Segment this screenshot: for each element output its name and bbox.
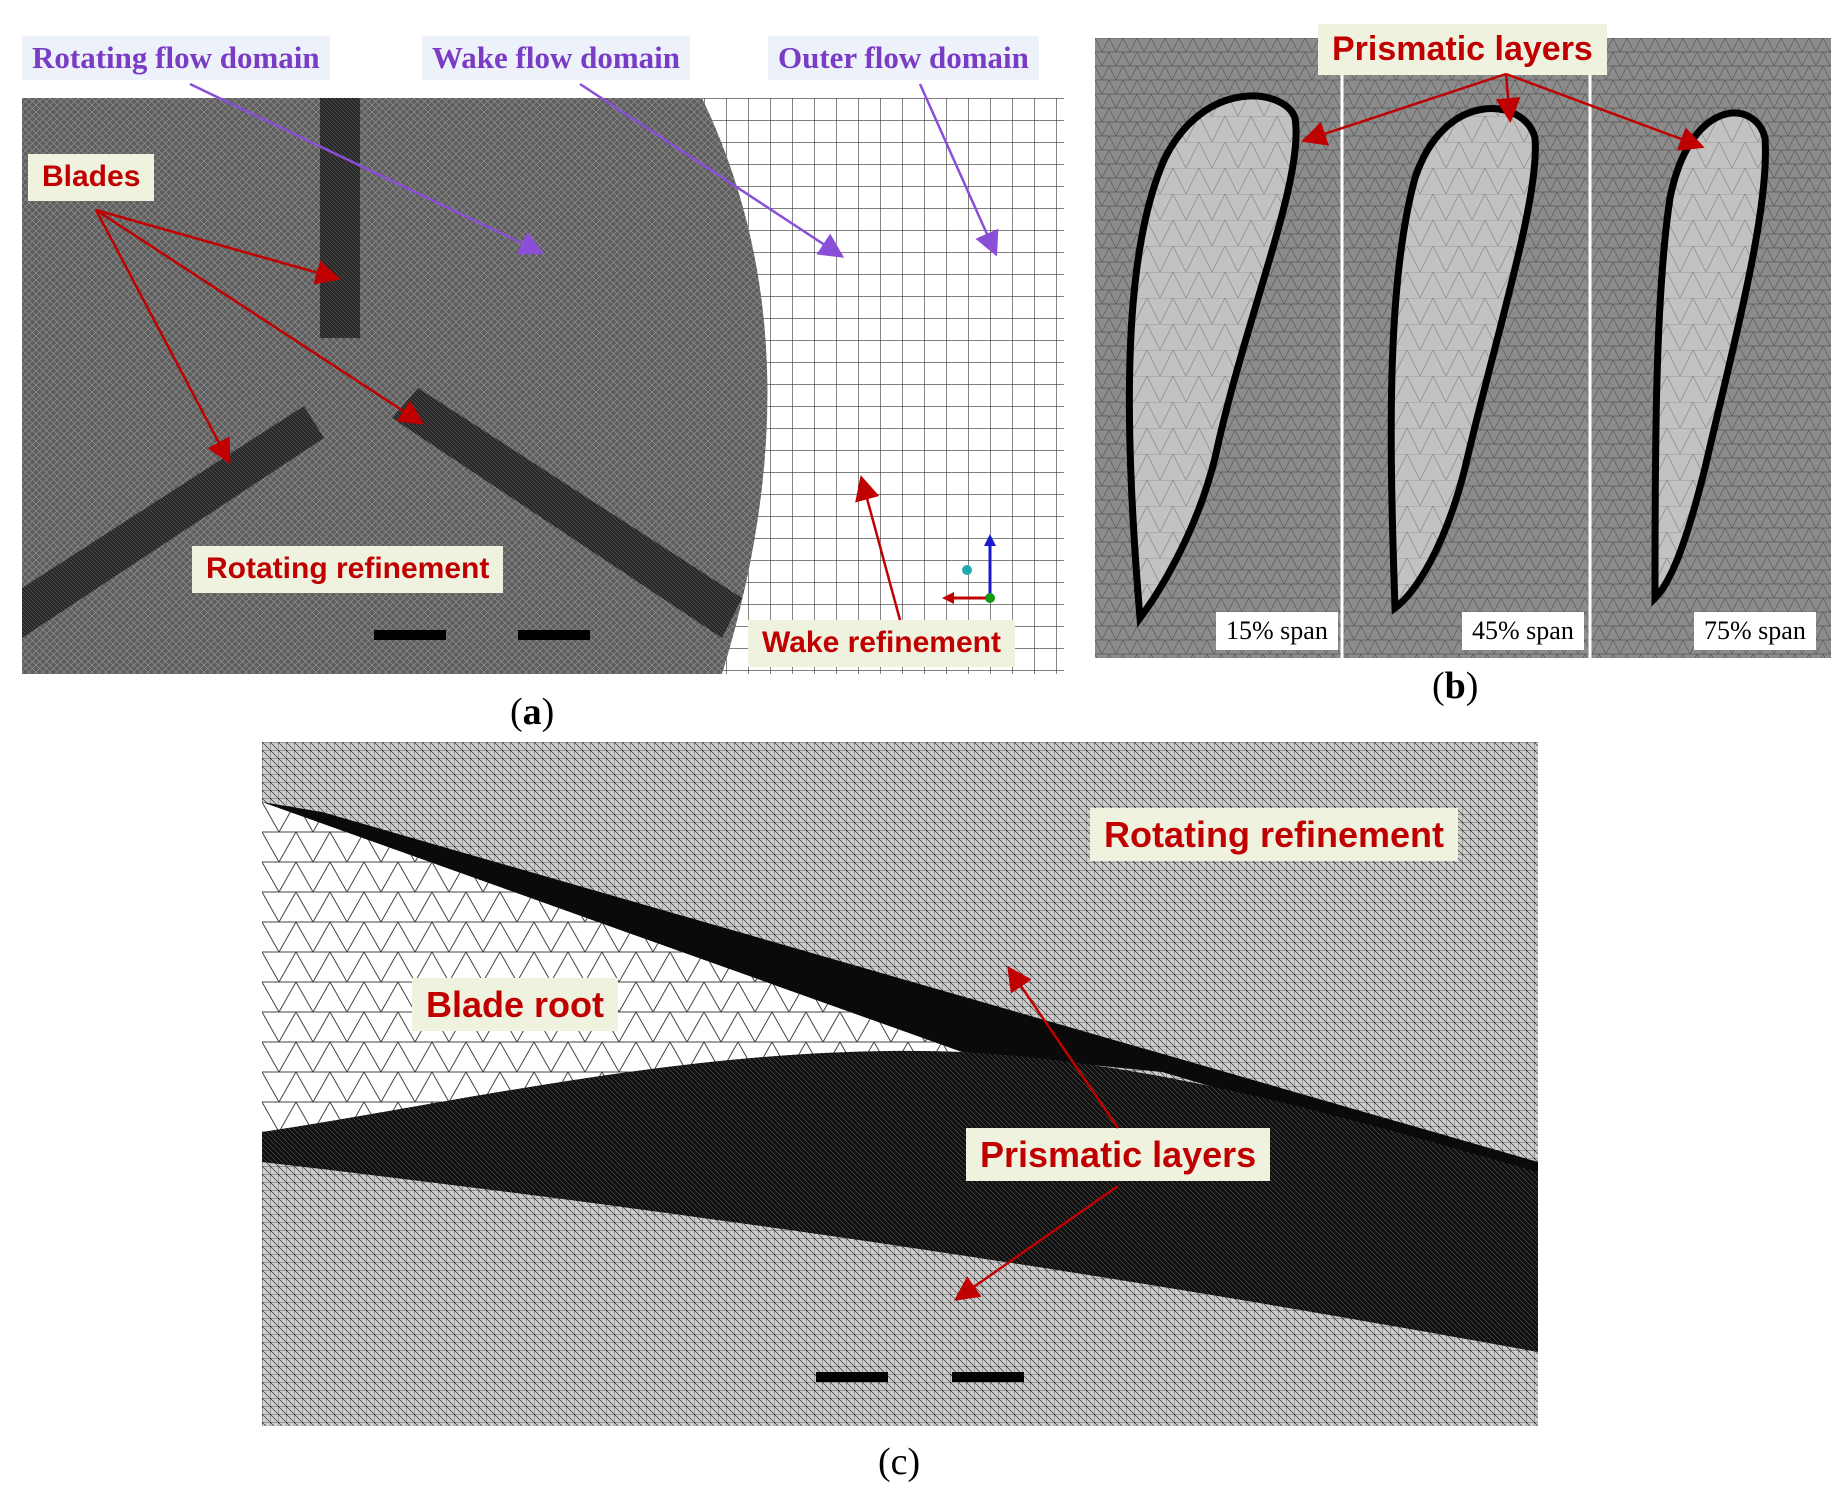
- blade-root-coarse-mesh: [262, 802, 962, 1132]
- caption-b: (b): [1432, 665, 1479, 707]
- wake-flow-domain-label: Wake flow domain: [422, 36, 691, 80]
- scale-bar-c-left: [816, 1372, 888, 1382]
- panel-b-mesh-svg: [1095, 38, 1831, 658]
- caption-b-letter: b: [1444, 665, 1466, 707]
- caption-a-letter: a: [522, 691, 542, 733]
- blade-left: [22, 406, 324, 638]
- caption-c: (c): [878, 1441, 921, 1483]
- prismatic-layers-callout-b: Prismatic layers: [1318, 24, 1607, 76]
- rotating-refinement-callout-c: Rotating refinement: [1090, 808, 1459, 862]
- panel-a-mesh-svg: [22, 98, 1064, 674]
- airfoil-75-span: [1651, 109, 1769, 607]
- span-label-15: 15% span: [1216, 612, 1338, 650]
- span-label-45: 45% span: [1462, 612, 1584, 650]
- blades-callout: Blades: [28, 154, 155, 201]
- scale-bar-left: [374, 630, 446, 640]
- blade-top: [320, 98, 360, 338]
- rotating-flow-domain-label: Rotating flow domain: [22, 36, 330, 80]
- panel-b-mesh: [1095, 38, 1831, 658]
- wake-refinement-callout: Wake refinement: [748, 620, 1015, 667]
- panel-a-mesh: [22, 98, 1064, 674]
- caption-a: (a): [510, 691, 555, 733]
- prismatic-band-upper: [262, 802, 1538, 1182]
- panel-c-mesh: [262, 742, 1538, 1426]
- airfoil-15-span: [1125, 92, 1300, 628]
- span-label-75: 75% span: [1694, 612, 1816, 650]
- outer-flow-domain-label: Outer flow domain: [768, 36, 1039, 80]
- scale-bar-c-right: [952, 1372, 1024, 1382]
- prismatic-layers-callout-c: Prismatic layers: [966, 1128, 1271, 1182]
- rotating-refinement-callout-a: Rotating refinement: [192, 546, 504, 593]
- blade-right: [392, 388, 742, 638]
- blade-body-mesh: [262, 1050, 1538, 1352]
- scale-bar-right: [518, 630, 590, 640]
- blade-root-callout: Blade root: [412, 978, 619, 1032]
- axis-triad-icon: [942, 534, 996, 604]
